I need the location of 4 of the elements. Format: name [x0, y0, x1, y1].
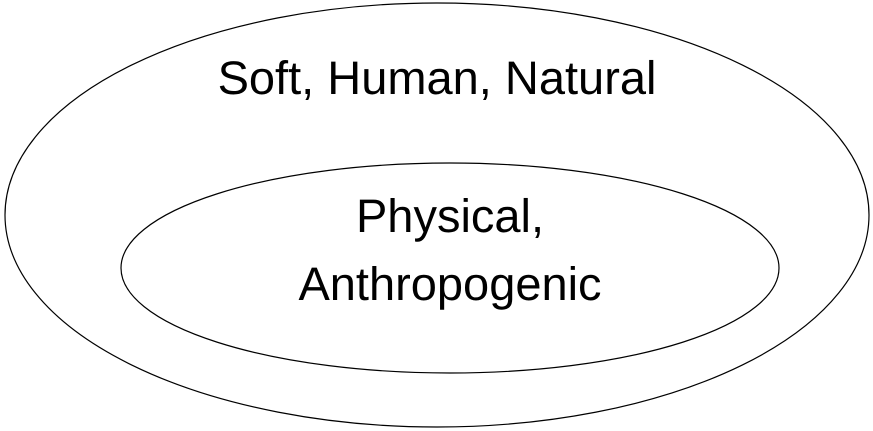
- node-label: Physical, Anthropogenic: [297, 188, 603, 312]
- ellipse-node: [4, 2, 870, 428]
- ellipse-node: [120, 162, 780, 374]
- node-label: Soft, Human, Natural: [216, 50, 658, 106]
